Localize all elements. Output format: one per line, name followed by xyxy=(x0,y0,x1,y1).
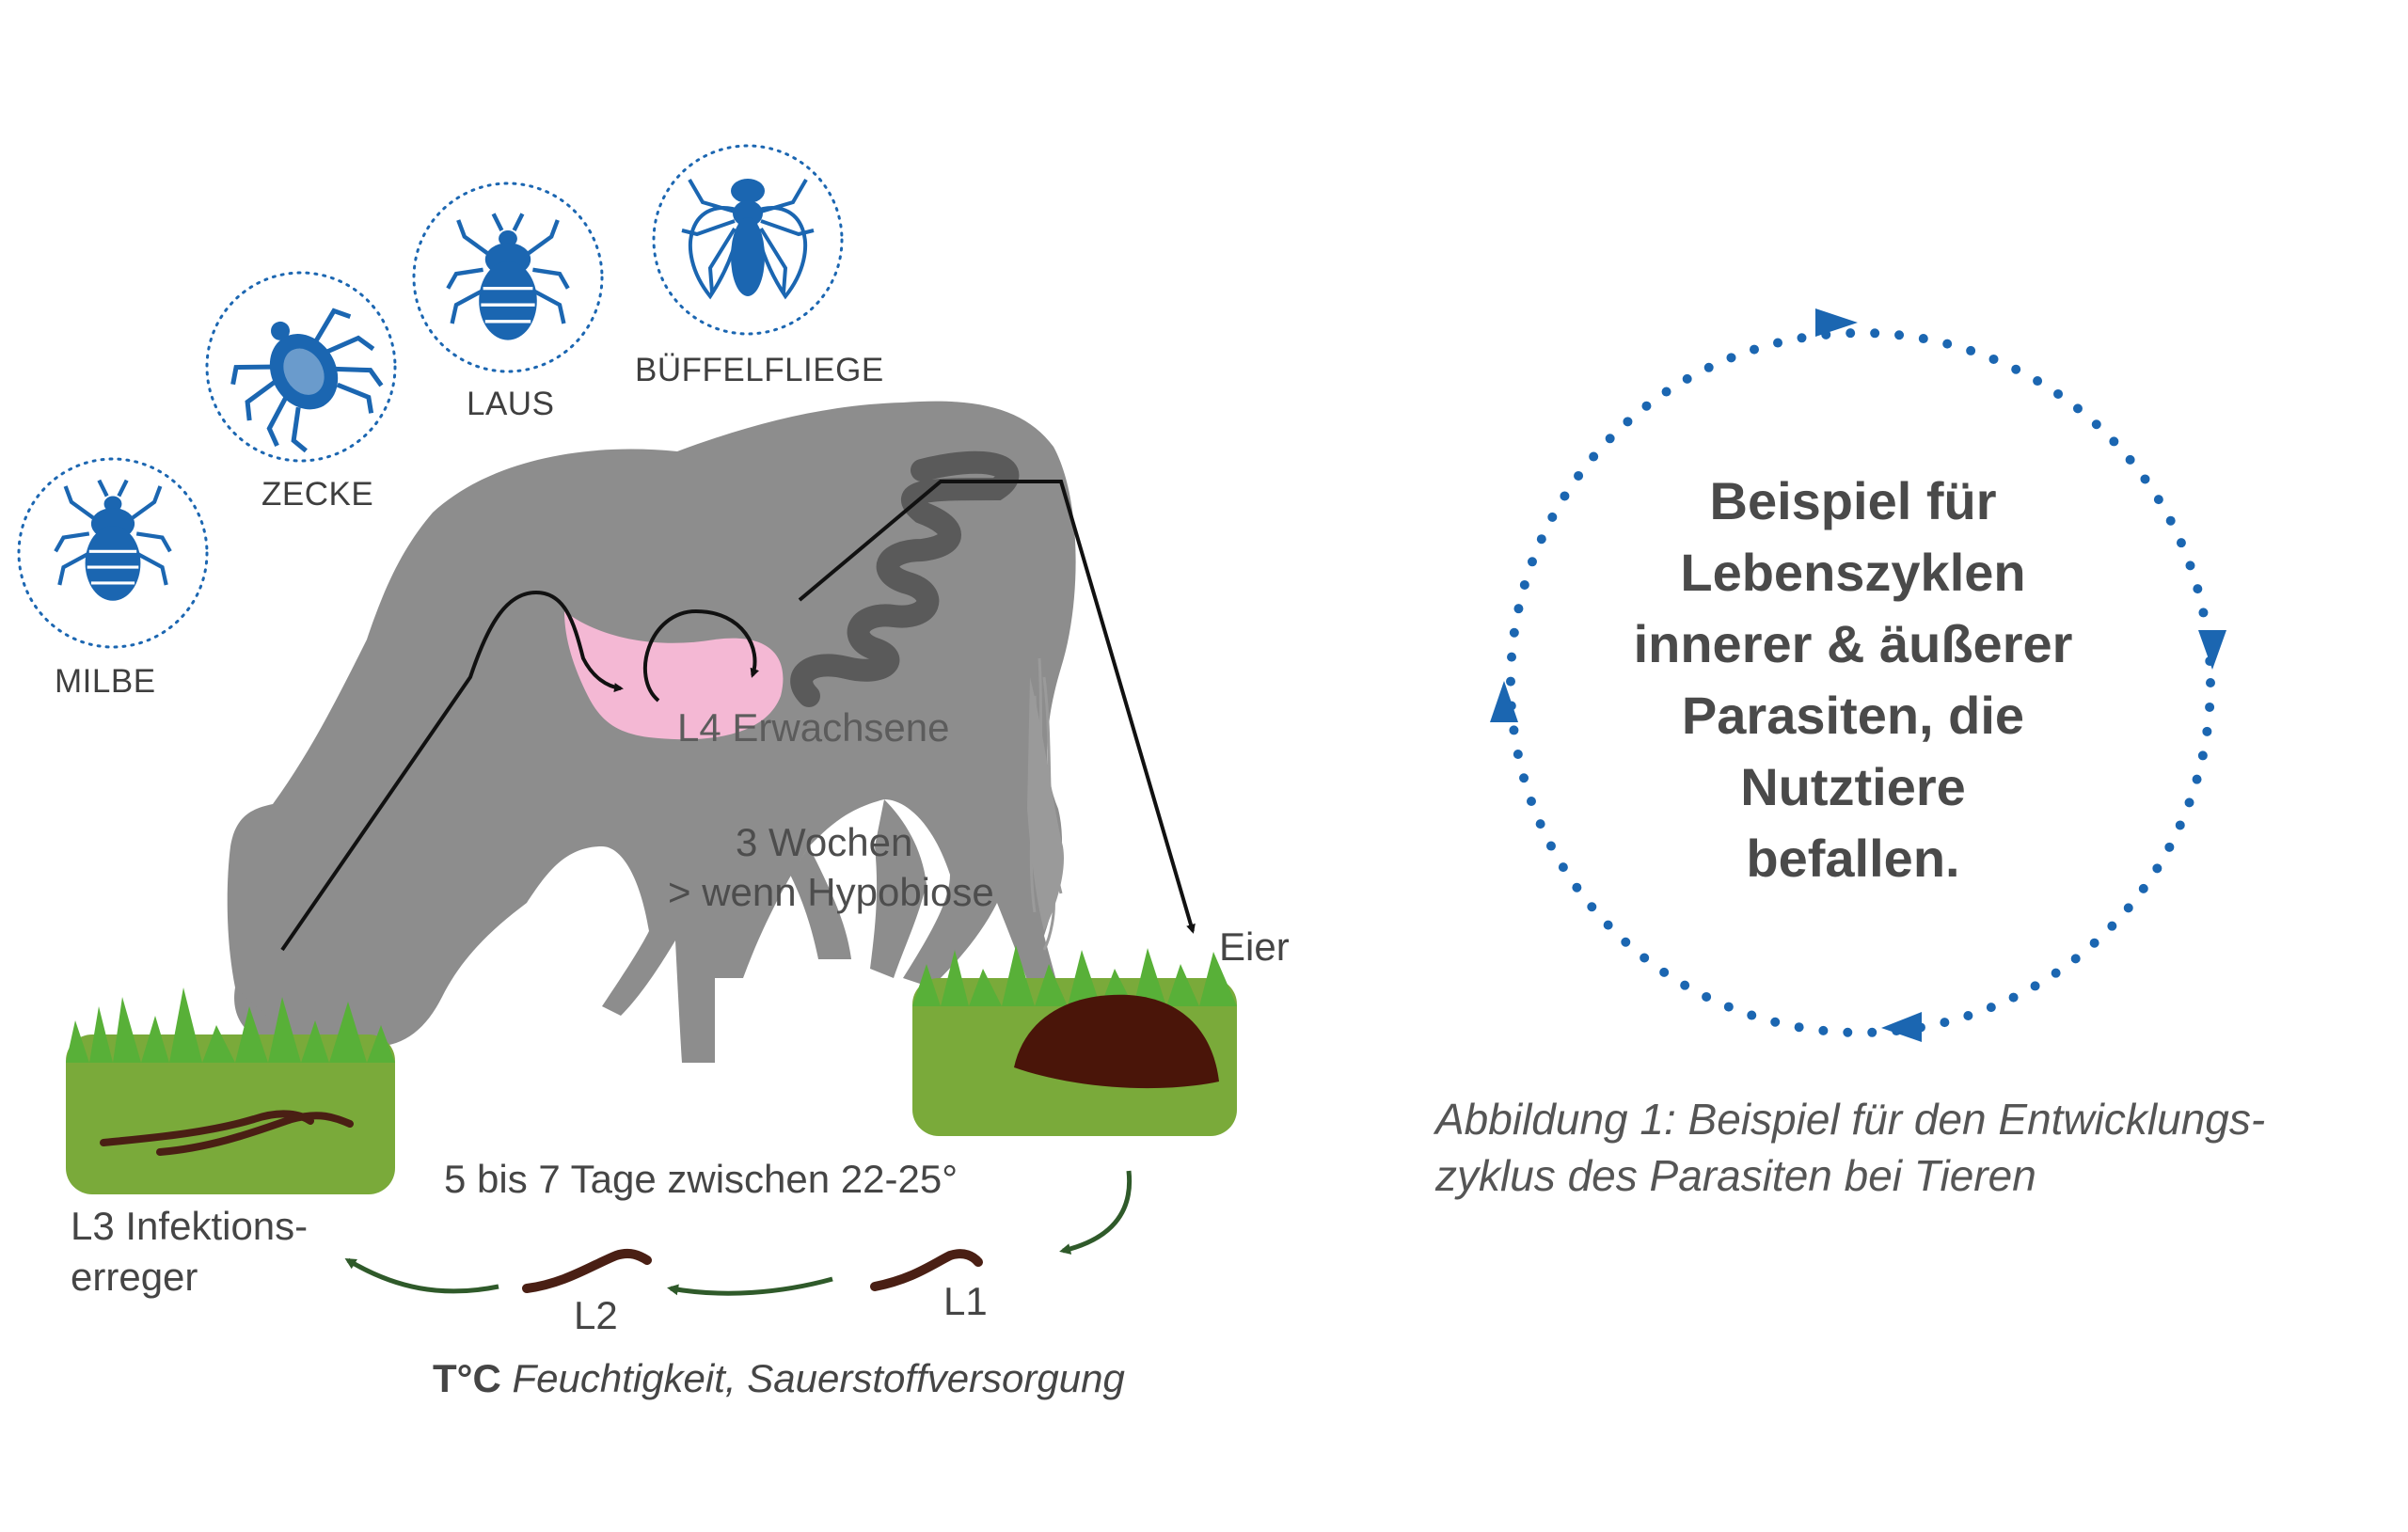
fly-badge xyxy=(652,144,844,336)
larvae-l3 xyxy=(100,1110,354,1156)
cycle-arrow-left xyxy=(1490,681,1518,722)
cycle-arrow-right xyxy=(2198,630,2226,670)
stage-label-l1: L1 xyxy=(943,1279,988,1323)
stomach xyxy=(564,611,784,740)
development-arrows xyxy=(344,1170,1133,1296)
tick-icon xyxy=(230,308,384,453)
figure-caption: Abbildung 1: Beispiel für den Entwicklun… xyxy=(1435,1095,2266,1200)
pasture-patch-left xyxy=(66,987,395,1194)
louse-icon xyxy=(448,213,568,340)
stage-label-l3-line2: erreger xyxy=(71,1255,198,1299)
infection-arrow xyxy=(280,480,1196,952)
intestine xyxy=(790,450,1020,707)
parasite-label-bueffelfliege: BÜFFELFLIEGE xyxy=(635,352,884,388)
stage-label-l2: L2 xyxy=(574,1293,618,1337)
cow-tail xyxy=(1029,657,1063,951)
cycle-circle xyxy=(1490,308,2226,1042)
tick-badge xyxy=(205,271,397,463)
duration-line-2: > wenn Hypobiose xyxy=(668,870,994,914)
cycle-heading: Beispiel für Lebenszyklen innerer & äuße… xyxy=(1633,471,2073,888)
conditions-factors: Feuchtigkeit, Sauerstoffversorgung xyxy=(512,1356,1125,1400)
bedbug-icon xyxy=(55,481,170,601)
stage-label-eggs: Eier xyxy=(1219,924,1290,969)
louse-badge xyxy=(412,182,604,373)
larva-l2 xyxy=(522,1248,652,1293)
parasite-label-zecke: ZECKE xyxy=(261,476,374,513)
parasite-label-milbe: MILBE xyxy=(55,663,156,700)
cycle-arrow-top xyxy=(1815,308,1858,337)
larva-l1 xyxy=(870,1249,983,1291)
conditions-temperature: T°C xyxy=(433,1356,501,1400)
stage-label-l3-line1: L3 Infektions- xyxy=(71,1204,309,1248)
parasite-label-laus: LAUS xyxy=(467,386,555,422)
dung-pile xyxy=(1014,994,1219,1089)
fly-icon xyxy=(681,178,815,300)
development-time: 5 bis 7 Tage zwischen 22-25° xyxy=(444,1157,958,1201)
stage-label-adult: L4 Erwachsene xyxy=(677,705,950,750)
duration-line-1: 3 Wochen xyxy=(736,820,913,864)
mite-badge xyxy=(17,457,209,649)
conditions: T°C Feuchtigkeit, Sauerstoffversorgung xyxy=(433,1356,1125,1401)
cycle-arrow-bottom xyxy=(1881,1012,1922,1042)
